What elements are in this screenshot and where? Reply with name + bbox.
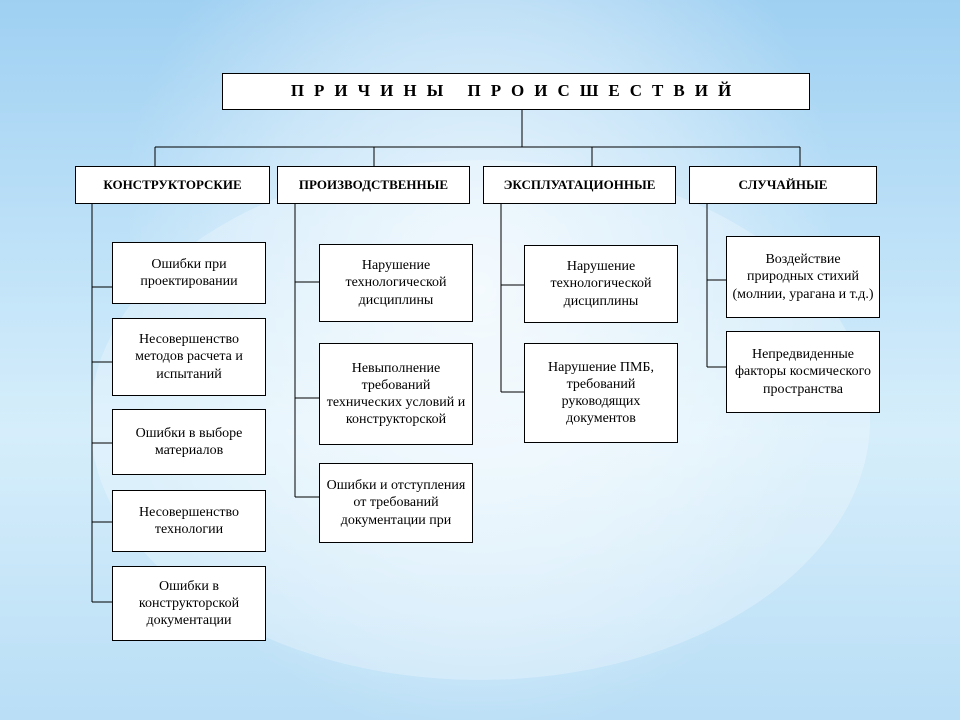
cause-box: Воздействие природных стихий (молнии, ур… bbox=[726, 236, 880, 318]
cause-box: Несовершенство методов расчета и испытан… bbox=[112, 318, 266, 396]
cause-box: Ошибки при проектировании bbox=[112, 242, 266, 304]
cause-box: Ошибки в выборе материалов bbox=[112, 409, 266, 475]
cause-box: Ошибки и отступления от требований докум… bbox=[319, 463, 473, 543]
category-konstruktorskie: КОНСТРУКТОРСКИЕ bbox=[75, 166, 270, 204]
org-chart: ПРИЧИНЫ ПРОИСШЕСТВИЙ КОНСТРУКТОРСКИЕ ПРО… bbox=[70, 60, 890, 660]
cause-box: Невыполнение требований технических усло… bbox=[319, 343, 473, 445]
cause-box: Нарушение технологической дисциплины bbox=[524, 245, 678, 323]
cause-box: Непредвиденные факторы космического прос… bbox=[726, 331, 880, 413]
category-ekspluatatsionnye: ЭКСПЛУАТАЦИОННЫЕ bbox=[483, 166, 676, 204]
cause-box: Ошибки в конструкторской документации bbox=[112, 566, 266, 641]
cause-box: Нарушение технологической дисциплины bbox=[319, 244, 473, 322]
cause-box: Нарушение ПМБ, требований руководящих до… bbox=[524, 343, 678, 443]
connector-lines bbox=[91, 110, 801, 603]
cause-box: Несовершенство технологии bbox=[112, 490, 266, 552]
category-sluchainye: СЛУЧАЙНЫЕ bbox=[689, 166, 877, 204]
category-proizvodstvennye: ПРОИЗВОДСТВЕННЫЕ bbox=[277, 166, 470, 204]
chart-title: ПРИЧИНЫ ПРОИСШЕСТВИЙ bbox=[222, 73, 810, 110]
